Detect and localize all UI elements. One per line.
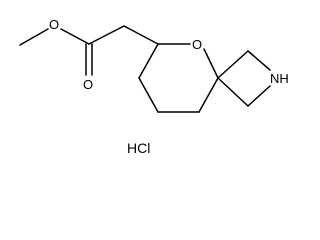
bond-lines bbox=[19, 25, 271, 113]
bond-azetidine-top bbox=[217, 50, 249, 79]
bond-methyl-oxygen bbox=[19, 28, 49, 46]
bond-azetidine-bottom-n bbox=[247, 85, 271, 107]
structure-canvas: O O O NH HCl bbox=[19, 17, 289, 156]
atom-amine-nh: NH bbox=[270, 71, 289, 86]
atom-ring-oxygen: O bbox=[192, 37, 202, 52]
bond-ring-left-lower bbox=[138, 77, 159, 113]
counterion-label: HCl bbox=[127, 140, 150, 156]
bond-azetidine-bottom bbox=[217, 77, 249, 107]
atom-carbonyl-oxygen: O bbox=[83, 77, 93, 92]
bond-ch2-ring bbox=[123, 25, 159, 45]
chemical-structure-diagram: O O O NH HCl bbox=[19, 17, 289, 156]
bond-ring-spiro-c bbox=[198, 77, 219, 113]
bond-ring-left-upper bbox=[138, 43, 159, 79]
bond-oxygen-carbonyl bbox=[60, 28, 90, 45]
bond-carbonyl-ch2 bbox=[88, 25, 125, 45]
bond-azetidine-top-n bbox=[247, 50, 271, 71]
bond-ring-o-spiro bbox=[203, 48, 219, 79]
atom-ester-oxygen: O bbox=[49, 17, 59, 32]
